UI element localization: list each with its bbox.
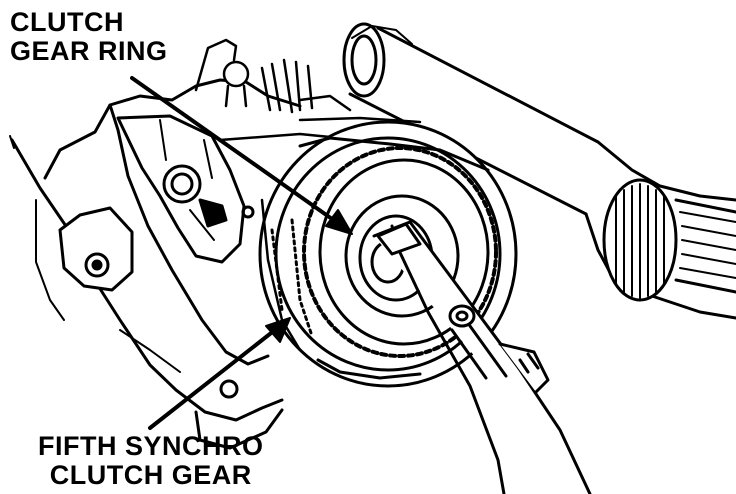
shaft-splines xyxy=(602,178,736,302)
clutch-gear-ring-label: CLUTCH GEAR RING xyxy=(10,8,168,66)
transmission-housing xyxy=(9,78,302,450)
fifth-synchro-label-line2: CLUTCH GEAR xyxy=(49,460,252,490)
shift-fork-bracket xyxy=(116,114,255,264)
fifth-synchro-clutch-gear-label: FIFTH SYNCHRO CLUTCH GEAR xyxy=(38,432,264,490)
fifth-synchro-leader xyxy=(148,317,291,430)
fifth-synchro-label-line1: FIFTH SYNCHRO xyxy=(38,431,264,461)
clutch-gear-ring-label-line2: GEAR RING xyxy=(10,36,168,66)
clutch-gear-ring-leader xyxy=(130,76,353,235)
snap-ring-pliers xyxy=(372,220,592,494)
clutch-gear-ring-label-line1: CLUTCH xyxy=(10,7,124,37)
